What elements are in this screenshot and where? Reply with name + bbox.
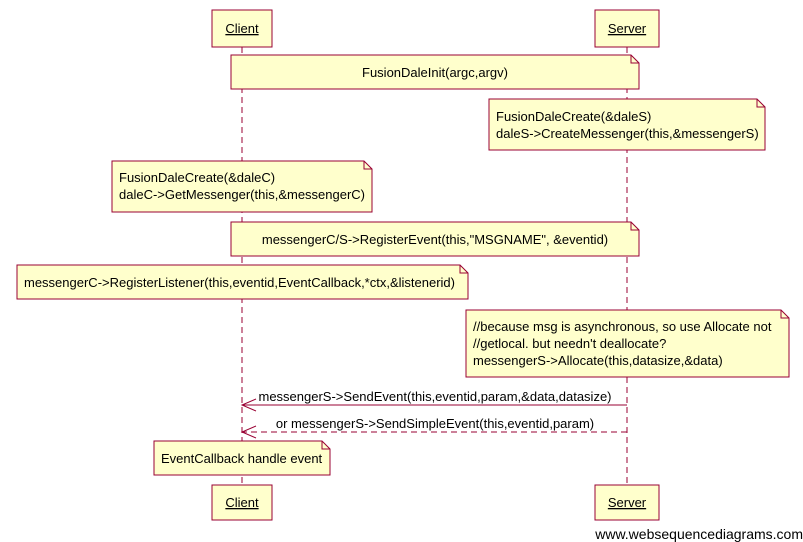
server-actor-bottom-label: Server [608,495,647,510]
note-allocate: //because msg is asynchronous, so use Al… [465,309,790,378]
client-actor-top: Client [211,9,273,48]
note-register-event-line-1: messengerC/S->RegisterEvent(this,"MSGNAM… [262,232,608,247]
message-send-simple-event: or messengerS->SendSimpleEvent(this,even… [240,416,627,439]
note-client-create-line-2: daleC->GetMessenger(this,&messengerC) [119,187,365,202]
server-actor-top: Server [594,9,660,48]
note-server-create-line-2: daleS->CreateMessenger(this,&messengerS) [496,126,759,141]
note-init: FusionDaleInit(argc,argv) [230,54,640,90]
note-register-listener-line-1: messengerC->RegisterListener(this,eventi… [24,275,455,290]
note-callback: EventCallback handle event [153,440,331,476]
note-allocate-line-1: //because msg is asynchronous, so use Al… [473,319,772,334]
note-allocate-line-2: //getlocal. but needn't deallocate? [473,336,666,351]
note-server-create: FusionDaleCreate(&daleS) daleS->CreateMe… [488,98,766,151]
message-send-event: messengerS->SendEvent(this,eventid,param… [240,389,627,412]
note-register-listener: messengerC->RegisterListener(this,eventi… [16,264,469,300]
note-allocate-line-3: messengerS->Allocate(this,datasize,&data… [473,353,723,368]
watermark: www.websequencediagrams.com [594,526,803,542]
client-actor-bottom-label: Client [225,495,259,510]
message-send-event-arrowhead [240,398,257,412]
client-actor-top-label: Client [225,21,259,36]
note-callback-line-1: EventCallback handle event [161,451,323,466]
message-send-simple-event-arrowhead [240,425,257,439]
note-client-create-line-1: FusionDaleCreate(&daleC) [119,170,275,185]
message-send-simple-event-label: or messengerS->SendSimpleEvent(this,even… [276,416,594,431]
note-client-create: FusionDaleCreate(&daleC) daleC->GetMesse… [111,160,373,213]
note-server-create-line-1: FusionDaleCreate(&daleS) [496,109,651,124]
note-register-event: messengerC/S->RegisterEvent(this,"MSGNAM… [230,221,640,257]
server-actor-top-label: Server [608,21,647,36]
server-actor-bottom: Server [594,484,660,521]
note-init-line-1: FusionDaleInit(argc,argv) [362,65,508,80]
client-actor-bottom: Client [211,484,273,521]
message-send-event-label: messengerS->SendEvent(this,eventid,param… [259,389,612,404]
